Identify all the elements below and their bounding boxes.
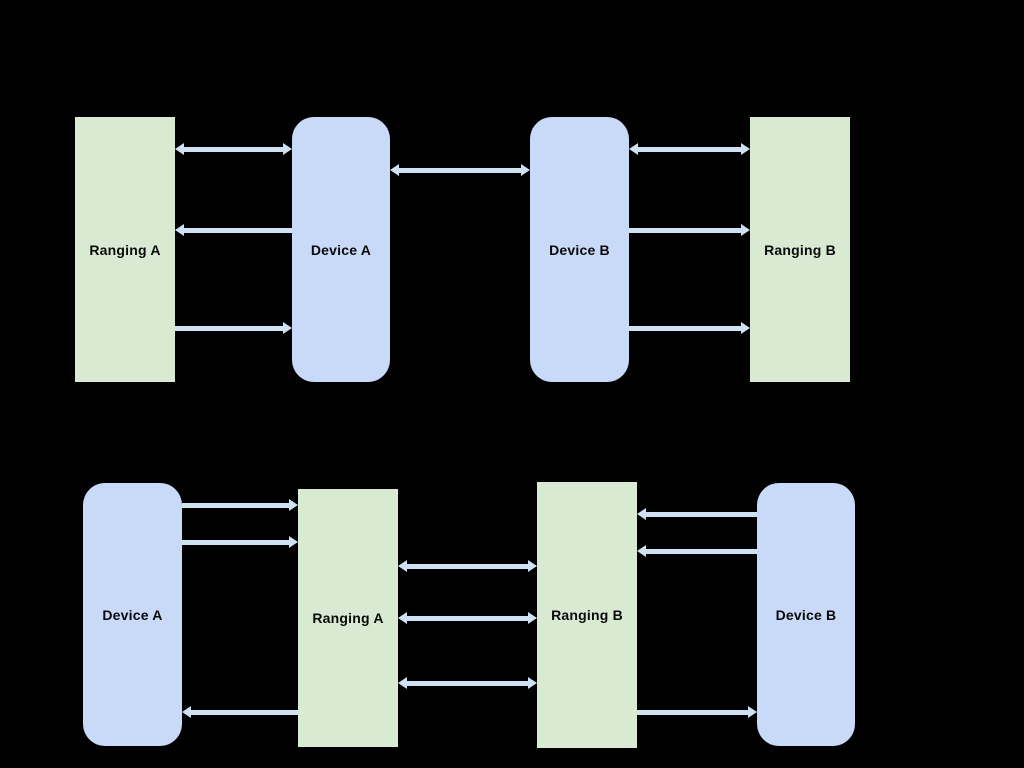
arrow-head-left	[398, 612, 407, 624]
bottom-ranging-exchange-box-ranging-a: Ranging A	[298, 489, 398, 747]
bottom-ranging-exchange-box-device-a: Device A	[83, 483, 182, 746]
arrow-head-left	[175, 224, 184, 236]
arrow-head-right	[289, 499, 298, 511]
arrow-device-b-to-ranging-b-bidirectional	[629, 143, 750, 155]
arrow-ranging-b-to-device-b	[637, 706, 757, 718]
arrow-shaft	[629, 325, 742, 331]
arrow-head-left	[629, 143, 638, 155]
arrow-device-b-to-ranging-b	[629, 322, 750, 334]
top-ranging-exchange-box-device-a: Device A	[292, 117, 390, 382]
arrow-device-a-to-device-b-bidirectional	[390, 164, 530, 176]
arrow-device-b-to-ranging-b	[629, 224, 750, 236]
box-label: Ranging A	[89, 241, 161, 258]
arrow-shaft	[406, 563, 529, 569]
arrow-ranging-a-to-ranging-b-bidirectional	[398, 677, 537, 689]
arrow-shaft	[183, 227, 292, 233]
arrow-device-b-to-ranging-b	[637, 508, 757, 520]
top-ranging-exchange-box-ranging-a: Ranging A	[75, 117, 175, 382]
arrow-head-right	[283, 322, 292, 334]
arrow-head-right	[528, 560, 537, 572]
arrow-shaft	[645, 511, 757, 517]
box-label: Device B	[775, 606, 837, 623]
arrow-ranging-a-to-device-a	[182, 706, 298, 718]
arrow-ranging-a-to-device-a	[175, 322, 292, 334]
arrow-shaft	[190, 709, 298, 715]
box-label: Ranging A	[312, 610, 384, 626]
arrow-ranging-a-to-ranging-b-bidirectional	[398, 612, 537, 624]
top-ranging-exchange-box-ranging-b: Ranging B	[750, 117, 850, 382]
arrow-shaft	[406, 680, 529, 686]
arrow-shaft	[645, 548, 757, 554]
box-label: Device A	[102, 606, 163, 623]
arrow-shaft	[629, 227, 742, 233]
arrow-head-left	[182, 706, 191, 718]
box-label: Ranging B	[551, 607, 623, 623]
arrow-head-right	[289, 536, 298, 548]
arrow-head-left	[390, 164, 399, 176]
arrow-device-a-to-ranging-a	[182, 499, 298, 511]
arrow-ranging-a-to-device-a-bidirectional	[175, 143, 292, 155]
arrow-head-left	[175, 143, 184, 155]
arrow-head-left	[398, 560, 407, 572]
arrow-shaft	[183, 146, 284, 152]
arrow-device-a-to-ranging-a	[182, 536, 298, 548]
arrow-shaft	[637, 709, 749, 715]
arrow-head-right	[741, 224, 750, 236]
box-label: Device A	[310, 241, 372, 258]
arrow-shaft	[398, 167, 522, 173]
arrow-head-left	[637, 545, 646, 557]
arrow-head-right	[748, 706, 757, 718]
arrow-head-right	[283, 143, 292, 155]
arrow-shaft	[406, 615, 529, 621]
arrow-device-b-to-ranging-b	[637, 545, 757, 557]
arrow-head-right	[741, 322, 750, 334]
arrow-head-left	[398, 677, 407, 689]
top-ranging-exchange-box-device-b: Device B	[530, 117, 629, 382]
arrow-head-right	[741, 143, 750, 155]
box-label: Ranging B	[764, 241, 836, 258]
arrow-head-right	[528, 677, 537, 689]
arrow-shaft	[637, 146, 742, 152]
arrow-shaft	[175, 325, 284, 331]
arrow-ranging-a-to-ranging-b-bidirectional	[398, 560, 537, 572]
box-label: Device B	[549, 241, 610, 258]
bottom-ranging-exchange-box-device-b: Device B	[757, 483, 855, 746]
arrow-device-a-to-ranging-a	[175, 224, 292, 236]
arrow-head-right	[528, 612, 537, 624]
arrow-head-right	[521, 164, 530, 176]
arrow-shaft	[182, 539, 290, 545]
arrow-shaft	[182, 502, 290, 508]
bottom-ranging-exchange-box-ranging-b: Ranging B	[537, 482, 637, 748]
arrow-head-left	[637, 508, 646, 520]
